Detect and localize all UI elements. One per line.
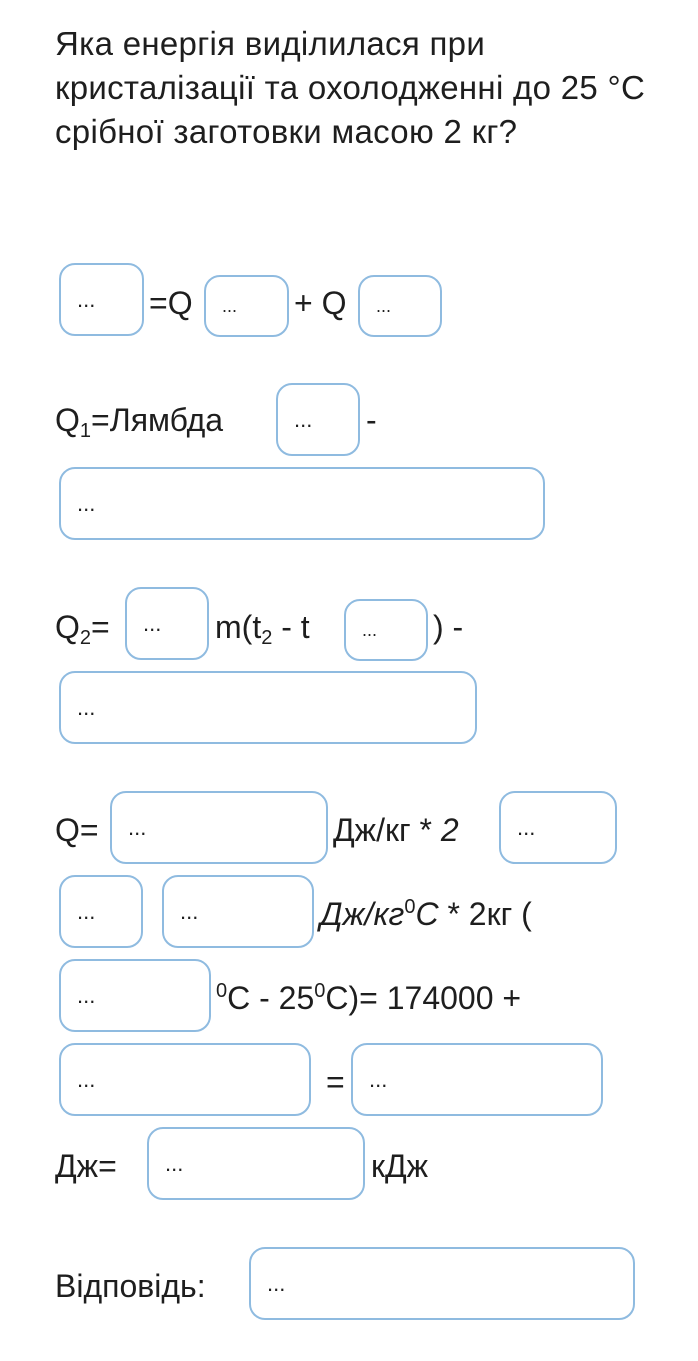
subscript-2: 2 — [261, 627, 273, 649]
answer-input-q-index-2[interactable]: ... — [358, 275, 442, 337]
answer-input-kilojoules[interactable]: ... — [147, 1127, 365, 1200]
q-letter: Q — [55, 402, 80, 438]
q-letter: Q — [55, 609, 80, 645]
kilojoule-unit-label: кДж — [371, 1148, 429, 1184]
answer-input-line5-a[interactable]: ... — [59, 875, 143, 948]
answer-input-lambda-value[interactable]: ... — [110, 791, 328, 864]
subscript-2: 2 — [79, 627, 92, 649]
temp-diff-label: 0С - 250С)= 174000 + — [216, 978, 521, 1018]
joules-equals-label: Дж= — [55, 1148, 117, 1184]
subscript-1: 1 — [79, 420, 92, 442]
answer-input-t-index[interactable]: ... — [344, 599, 428, 661]
m-t-text: m(t — [215, 609, 262, 645]
mass-temp-label: m(t2 - t — [215, 607, 310, 649]
q2-label: Q2= — [55, 607, 110, 649]
degree-sup: 0 — [216, 980, 228, 1002]
answer-input-initial-temp[interactable]: ... — [59, 959, 211, 1032]
q1-formula-label: Q1=Лямбда — [55, 400, 224, 442]
question-text: Яка енергія виділилася при кристалізації… — [55, 25, 646, 150]
answer-input-q1-value[interactable]: ... — [59, 467, 545, 540]
answer-input-mass-unit[interactable]: ... — [499, 791, 617, 864]
answer-input-specific-heat[interactable]: ... — [125, 587, 209, 660]
answer-input-total-q[interactable]: ... — [59, 263, 144, 336]
answer-input-q2-value[interactable]: ... — [59, 671, 477, 744]
q-equals-label: Q= — [55, 812, 99, 848]
answer-input-line5-b[interactable]: ... — [162, 875, 314, 948]
answer-input-total-joules[interactable]: ... — [351, 1043, 603, 1116]
unit-text: Дж/кг * — [333, 812, 441, 848]
close-paren-label: ) - — [433, 609, 464, 645]
plus-q-label: + Q — [294, 285, 347, 321]
heat-capacity-unit-label: Дж/кг0С * 2кг ( — [320, 894, 532, 934]
equals-label: = — [326, 1064, 345, 1100]
eq-q-label: =Q — [149, 285, 193, 321]
minus-t-text: - t — [272, 609, 310, 645]
dash-label: - — [366, 402, 377, 438]
temp-mid-text: С - 25 — [227, 980, 315, 1016]
mass-two: 2 — [440, 812, 459, 848]
eq-sign: = — [91, 609, 110, 645]
celsius-c: С — [415, 896, 439, 932]
temp-rest-text: С)= 174000 + — [325, 980, 522, 1016]
lambda-text: =Лямбда — [91, 402, 224, 438]
answer-input-q2-result[interactable]: ... — [59, 1043, 311, 1116]
degree-sup: 0 — [404, 896, 416, 918]
mass-times-text: * 2кг ( — [447, 896, 532, 932]
answer-input-q-index-1[interactable]: ... — [204, 275, 289, 337]
degree-sup: 0 — [314, 980, 326, 1002]
answer-input-final[interactable]: ... — [249, 1247, 635, 1320]
unit-label: Дж/кг * 2 — [333, 810, 459, 850]
answer-label: Відповідь: — [55, 1268, 206, 1304]
answer-input-q1-factor[interactable]: ... — [276, 383, 360, 456]
unit-dzh-kg: Дж/кг — [320, 896, 405, 932]
